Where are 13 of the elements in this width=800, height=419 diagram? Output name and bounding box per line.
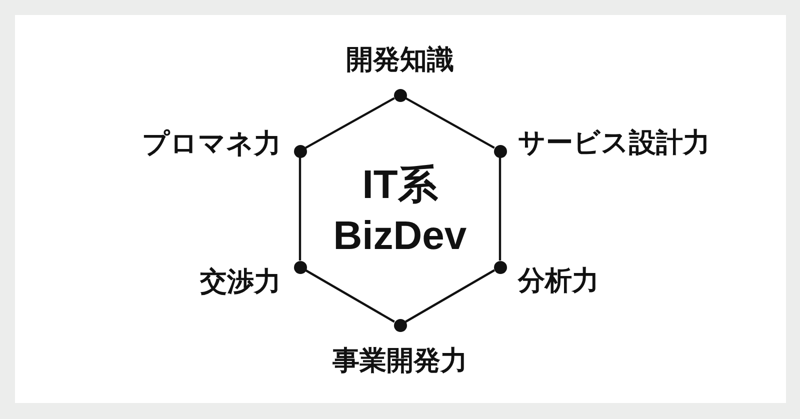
connector-line (405, 97, 495, 149)
center-label: IT系BizDev (332, 162, 468, 260)
vertex-label: 開発知識 (346, 46, 454, 74)
vertex-label: 交渉力 (200, 268, 281, 295)
connector-line (298, 158, 302, 260)
vertex-label: 事業開発力 (332, 347, 468, 374)
connector-line (498, 158, 502, 260)
connector-line (405, 269, 495, 323)
vertex-label: サービス設計力 (518, 129, 710, 156)
connector-line (305, 97, 395, 149)
connector-line (305, 269, 395, 323)
vertex-label: プロマネ力 (142, 130, 281, 157)
vertex-label: 分析力 (518, 267, 599, 294)
